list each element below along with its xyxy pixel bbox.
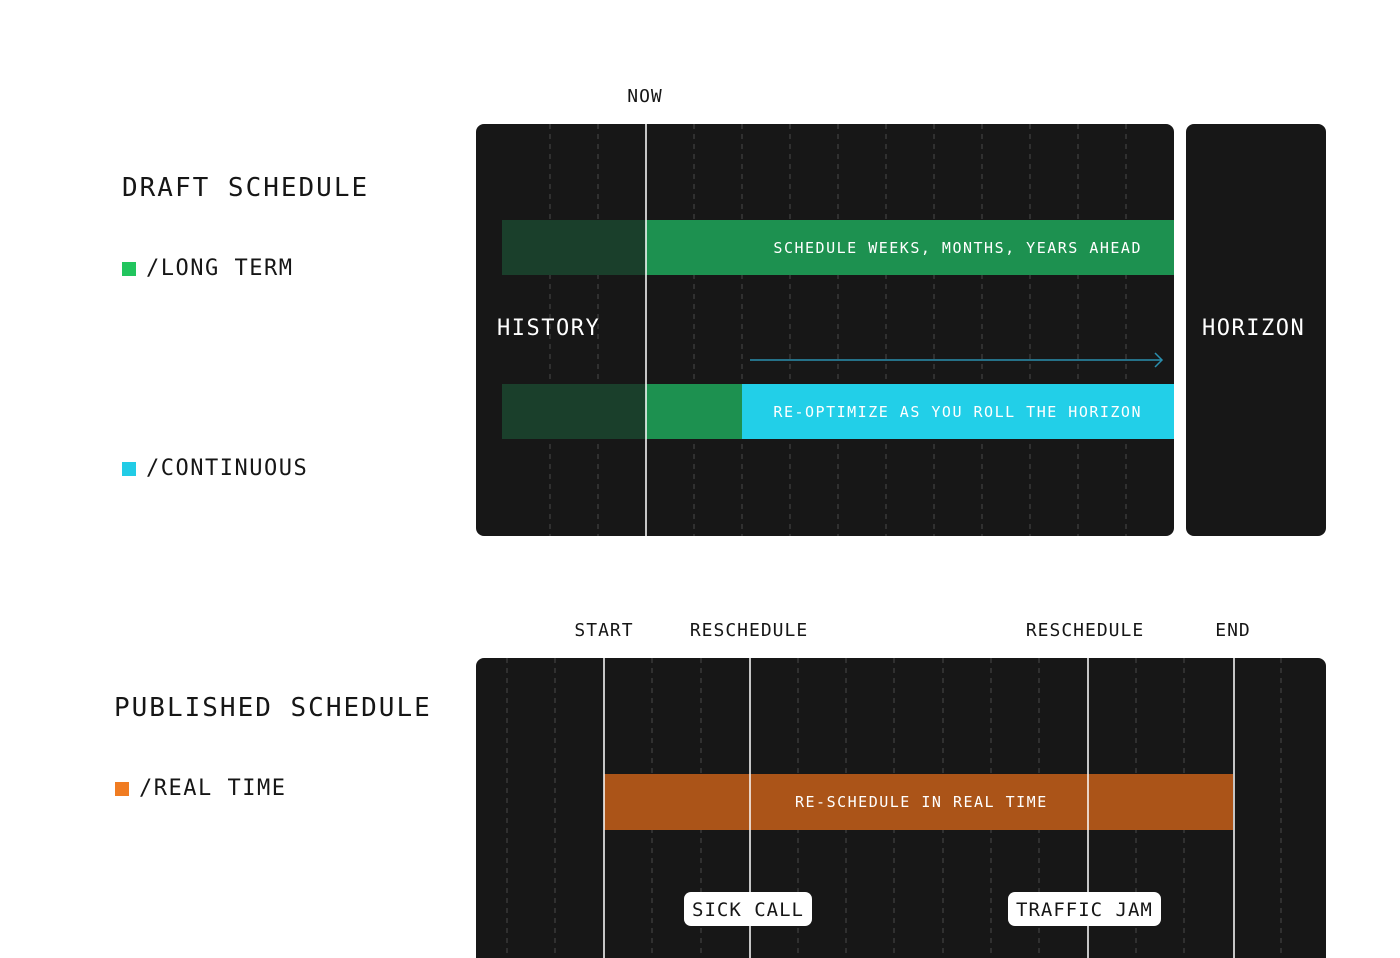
long-term-bar <box>646 220 1174 275</box>
draft-schedule-title: DRAFT SCHEDULE <box>122 173 370 203</box>
legend-long-term-label: /LONG TERM <box>146 256 294 281</box>
published-timeline-panel: RE-SCHEDULE IN REAL TIME SICK CALL TRAFF… <box>476 658 1326 958</box>
marker-end: END <box>1215 620 1251 641</box>
legend-continuous-swatch <box>122 461 136 476</box>
roll-horizon-arrow-icon <box>750 352 1164 368</box>
event-tag-traffic-jam: TRAFFIC JAM <box>1008 892 1161 926</box>
legend-continuous-label: /CONTINUOUS <box>146 456 309 481</box>
marker-reschedule-1: RESCHEDULE <box>689 620 809 641</box>
long-term-history-bar <box>502 220 646 275</box>
horizon-panel: HORIZON <box>1186 124 1326 536</box>
published-grid <box>506 658 1282 958</box>
published-schedule-title: PUBLISHED SCHEDULE <box>114 693 432 723</box>
legend-real-time-swatch <box>115 781 129 796</box>
continuous-past-bar <box>646 384 742 439</box>
event-tag-sick-call: SICK CALL <box>684 892 812 926</box>
legend-real-time-label: /REAL TIME <box>139 776 287 801</box>
history-label: HISTORY <box>497 316 601 341</box>
long-term-bar-text: SCHEDULE WEEKS, MONTHS, YEARS AHEAD <box>773 239 1142 257</box>
horizon-label: HORIZON <box>1202 316 1306 341</box>
real-time-bar-text: RE-SCHEDULE IN REAL TIME <box>795 793 1048 811</box>
legend-long-term-swatch <box>122 261 136 276</box>
real-time-bar <box>604 774 1233 830</box>
marker-start: START <box>574 620 634 641</box>
legend-long-term: /LONG TERM <box>122 256 293 281</box>
legend-continuous: /CONTINUOUS <box>122 456 308 481</box>
marker-now: NOW <box>627 86 663 107</box>
continuous-history-bar <box>502 384 646 439</box>
legend-real-time: /REAL TIME <box>115 776 286 801</box>
continuous-bar <box>742 384 1174 439</box>
marker-reschedule-2: RESCHEDULE <box>1025 620 1145 641</box>
draft-timeline-panel: SCHEDULE WEEKS, MONTHS, YEARS AHEAD RE-O… <box>476 124 1174 536</box>
continuous-bar-text: RE-OPTIMIZE AS YOU ROLL THE HORIZON <box>773 403 1142 421</box>
draft-grid <box>502 124 1174 536</box>
